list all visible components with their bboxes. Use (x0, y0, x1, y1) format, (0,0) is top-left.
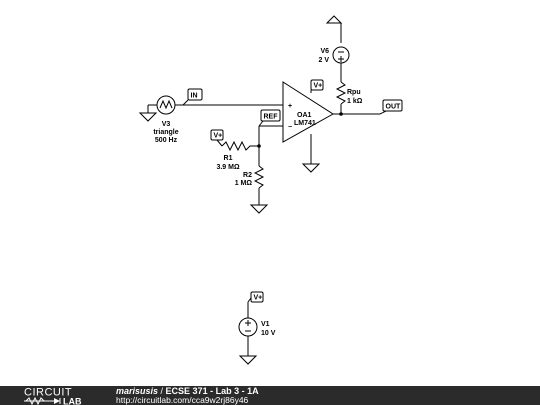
r1-resistor[interactable]: R1 3.9 MΩ (216, 140, 259, 171)
rpu-value: 1 kΩ (347, 98, 363, 105)
circuitlab-logo: CIRCUIT LAB (24, 387, 82, 405)
v1-ground-symbol (238, 355, 258, 365)
ref-net-tag: REF (260, 109, 281, 122)
svg-text:V+: V+ (214, 133, 223, 140)
oa1-ground-symbol (301, 163, 321, 173)
oa1-minus-sign: − (288, 124, 292, 131)
svg-text:OUT: OUT (386, 104, 402, 111)
circuit-url[interactable]: http://circuitlab.com/cca9w2rj86y46 (116, 395, 249, 405)
v1-value: 10 V (261, 330, 276, 337)
svg-text:REF: REF (264, 114, 279, 121)
oa1-model: LM741 (294, 120, 316, 127)
circuit-title[interactable]: ECSE 371 - Lab 3 - 1A (165, 386, 259, 396)
r2-value: 1 MΩ (235, 180, 253, 187)
author-name[interactable]: marisusis (116, 386, 159, 396)
oa1-plus-sign: + (288, 103, 292, 110)
v3-ground (138, 105, 158, 122)
v3-name: V3 (162, 121, 171, 128)
svg-text:LAB: LAB (63, 397, 82, 405)
v1-voltage-source[interactable]: V1 10 V (238, 317, 276, 337)
v6-voltage-source[interactable]: V6 2 V (318, 46, 350, 64)
r2-ground-symbol (249, 204, 269, 214)
circuit-schematic: V6 2 V Rpu 1 kΩ + − OA1 LM741 V+ OUT V (138, 15, 403, 365)
rpu-resistor[interactable]: Rpu 1 kΩ (335, 81, 363, 105)
r1-vplus-tag: V+ (210, 129, 224, 141)
oa1-name: OA1 (297, 112, 312, 119)
v1-vplus-tag: V+ (250, 291, 264, 303)
v6-top-ground (325, 15, 343, 43)
svg-text:V+: V+ (314, 83, 323, 90)
svg-text:V+: V+ (254, 295, 263, 302)
svg-text:CIRCUIT: CIRCUIT (24, 387, 72, 399)
out-net-tag: OUT (382, 99, 403, 112)
v3-freq: 500 Hz (155, 137, 178, 144)
v6-name: V6 (320, 48, 329, 55)
rpu-name: Rpu (347, 89, 361, 96)
r2-resistor[interactable]: R2 1 MΩ (235, 165, 265, 189)
r2-name: R2 (243, 172, 252, 179)
title-separator: / (158, 386, 166, 396)
r1-value: 3.9 MΩ (216, 164, 240, 171)
v6-value: 2 V (318, 57, 329, 64)
v1-name: V1 (261, 321, 270, 328)
oa1-vplus-tag: V+ (310, 79, 324, 91)
svg-text:IN: IN (191, 93, 198, 100)
oa1-op-amp[interactable]: + − OA1 LM741 (282, 81, 334, 143)
r1-name: R1 (224, 155, 233, 162)
v3-wave: triangle (153, 129, 178, 136)
in-net-tag: IN (187, 88, 203, 101)
footer-bar: CIRCUIT LAB marisusis / ECSE 371 - Lab 3… (0, 386, 540, 405)
v3-triangle-source[interactable]: V3 triangle 500 Hz (153, 95, 179, 144)
footer-title-line: marisusis / ECSE 371 - Lab 3 - 1A (116, 386, 259, 396)
